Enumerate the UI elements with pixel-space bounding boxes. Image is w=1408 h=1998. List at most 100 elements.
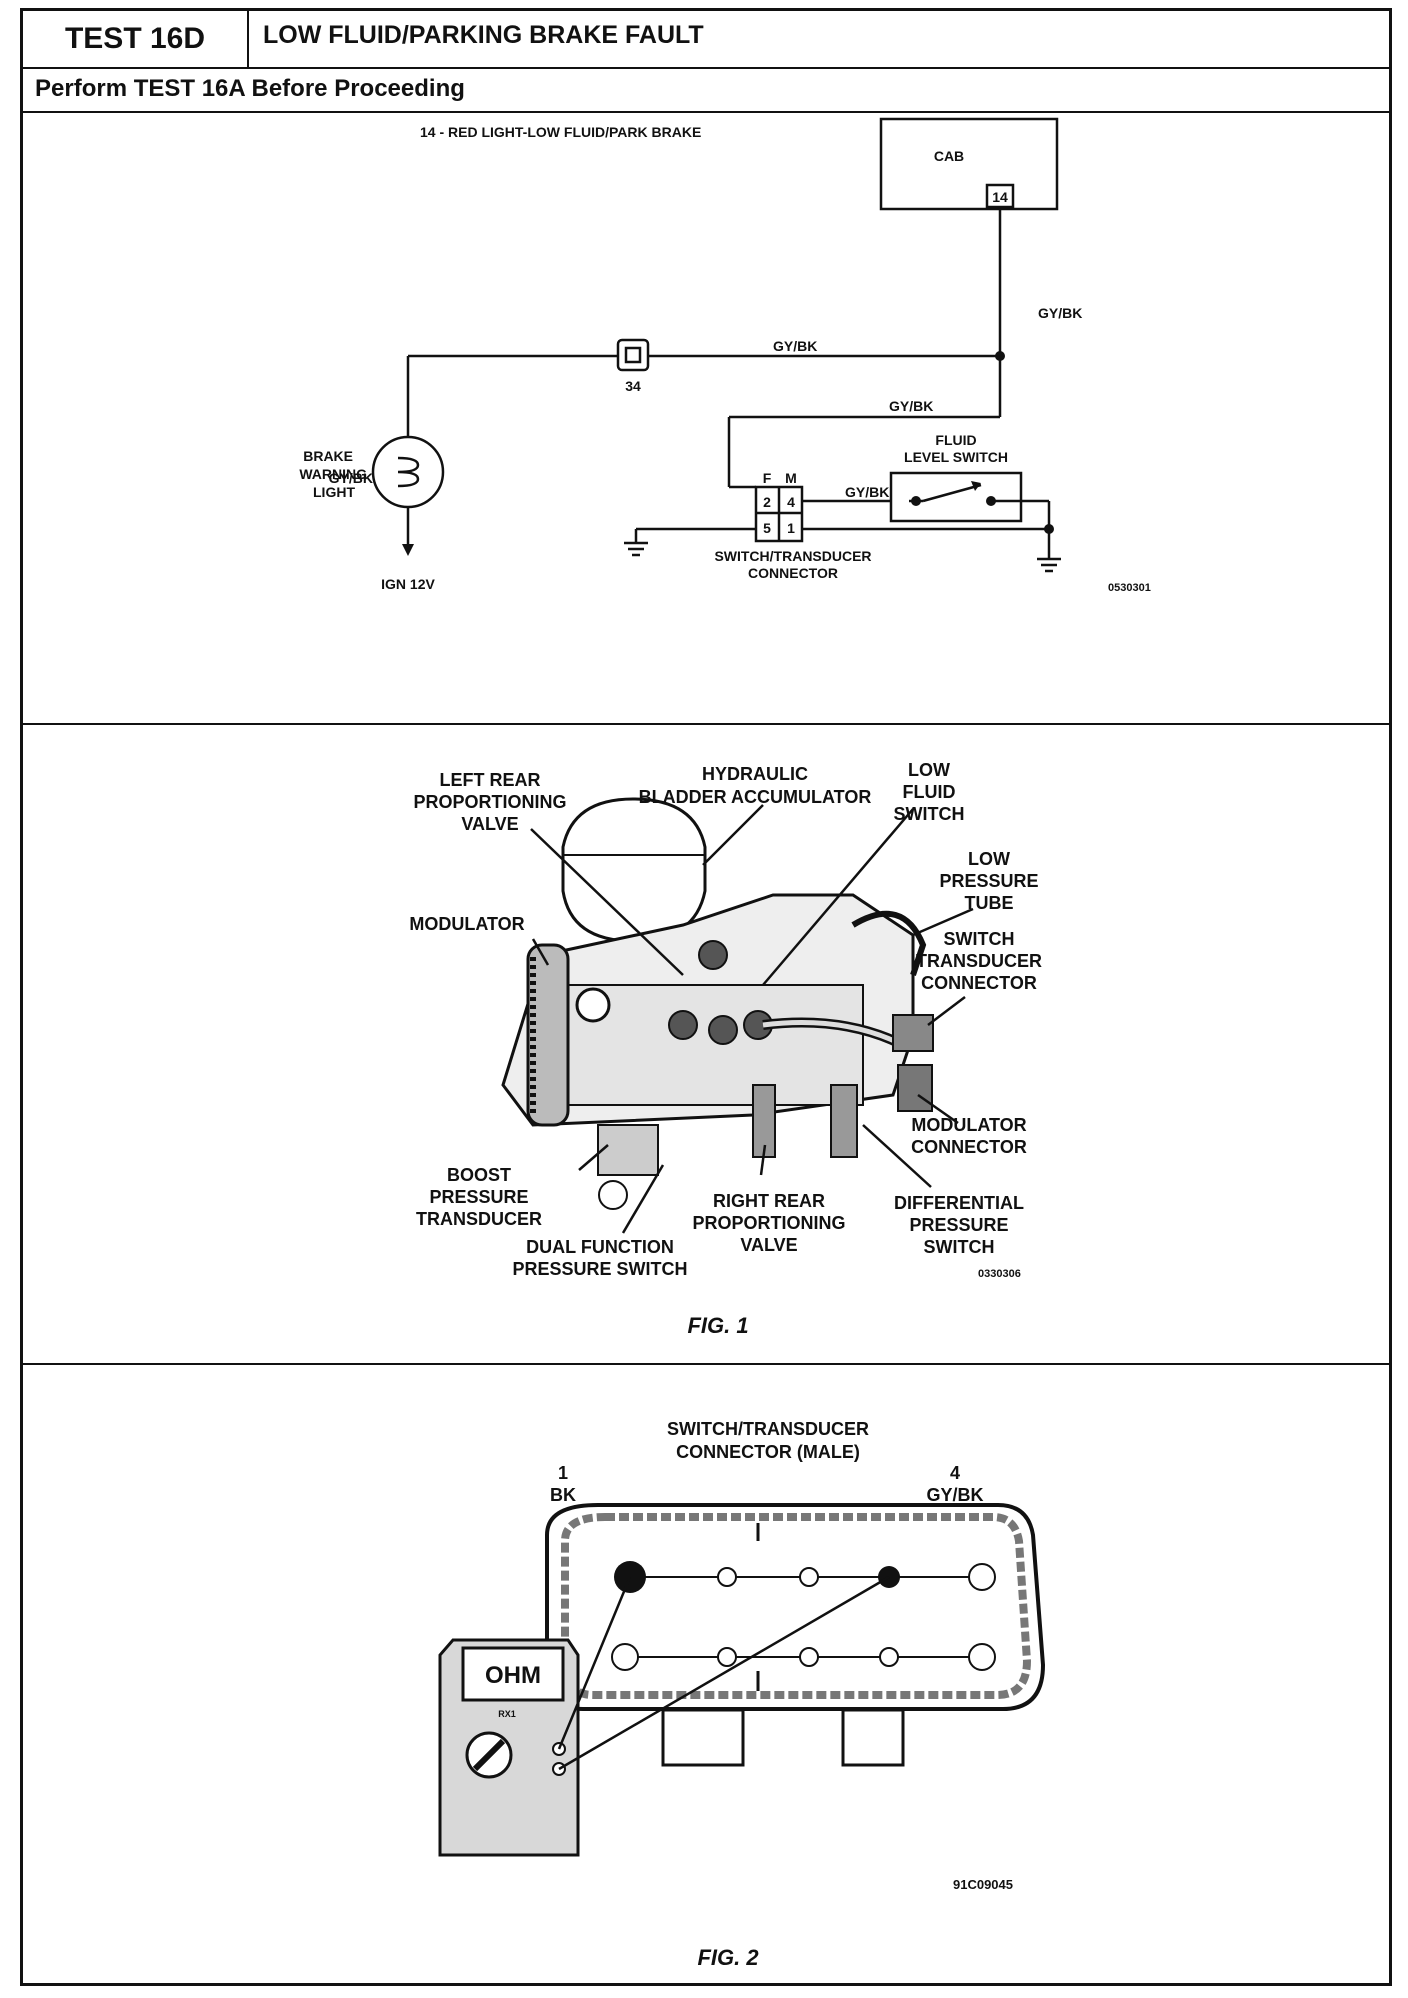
figure-code: 0530301 [1108, 582, 1151, 594]
cab-pin-box [985, 183, 1015, 209]
pin1-number: 1 [558, 1463, 568, 1483]
connector-pin: 5 [763, 520, 771, 536]
brake-light-label: LIGHT [313, 484, 355, 500]
brake-light-label: BRAKE [303, 448, 353, 464]
ohmmeter-range: RX1 [498, 1709, 516, 1719]
connector-pin [968, 1563, 996, 1591]
callout-differential-pressure-switch: DIFFERENTIAL [894, 1193, 1024, 1213]
test-lead [558, 1575, 890, 1771]
test-title: LOW FLUID/PARKING BRAKE FAULT [263, 21, 704, 49]
connector-pin [879, 1647, 899, 1667]
test-id: TEST 16D [23, 11, 249, 67]
connector-test-illustration: SWITCH/TRANSDUCER CONNECTOR (MALE) 1 BK … [438, 1419, 1046, 1970]
callout-accumulator: BLADDER ACCUMULATOR [639, 787, 872, 807]
callout-low-pressure-tube: PRESSURE [939, 871, 1038, 891]
callout-boost-pressure-transducer: PRESSURE [429, 1187, 528, 1207]
connector-housing [545, 1503, 1046, 1711]
fluid-level-switch-box [889, 471, 1023, 523]
instruction-row: Perform TEST 16A Before Proceeding [23, 67, 1389, 113]
callout-dual-function-switch: DUAL FUNCTION [526, 1237, 674, 1257]
junction-dot [995, 351, 1005, 361]
splice-inner [624, 346, 642, 364]
test-lead [557, 1576, 632, 1750]
callout-left-rear-valve: VALVE [461, 814, 518, 834]
fig2-title: SWITCH/TRANSDUCER [667, 1419, 869, 1439]
pin4-wire: GY/BK [926, 1485, 983, 1505]
fluid-switch-label: FLUID [935, 432, 976, 448]
callout-dual-function-switch: PRESSURE SWITCH [512, 1259, 687, 1279]
connector-pin: 1 [787, 520, 795, 536]
fig2-title: CONNECTOR (MALE) [676, 1442, 860, 1462]
callout-left-rear-valve: PROPORTIONING [413, 792, 566, 812]
fig2-panel: SWITCH/TRANSDUCER CONNECTOR (MALE) 1 BK … [23, 1365, 1389, 1983]
callout-right-rear-valve: PROPORTIONING [692, 1213, 845, 1233]
callout-low-pressure-tube: TUBE [965, 893, 1014, 913]
connector-pin [717, 1647, 737, 1667]
callout-boost-pressure-transducer: BOOST [447, 1165, 511, 1185]
figure-code: 0330306 [978, 1268, 1021, 1280]
cab-pin-label: 14 [992, 189, 1008, 205]
arrow-down-icon [402, 544, 414, 556]
brake-light-label: WARNING [299, 466, 367, 482]
callout-low-fluid-switch: FLUID [903, 782, 956, 802]
callout-modulator: MODULATOR [409, 914, 524, 934]
connector-pin [717, 1567, 737, 1587]
callout-low-fluid-switch: SWITCH [894, 804, 965, 824]
callout-right-rear-valve: RIGHT REAR [713, 1191, 825, 1211]
wiring-schematic: 14 - RED LIGHT-LOW FLUID/PARK BRAKE CAB … [299, 117, 1151, 594]
wire-label: GY/BK [889, 398, 933, 414]
hydraulic-assembly-illustration: LEFT REAR PROPORTIONING VALVE HYDRAULIC … [409, 760, 1042, 1338]
instruction-text: Perform TEST 16A Before Proceeding [35, 75, 465, 102]
callout-low-fluid-switch: LOW [908, 760, 950, 780]
callout-switch-transducer-connector: CONNECTOR [921, 973, 1037, 993]
switch-arrow-icon [971, 481, 981, 491]
callout-accumulator: HYDRAULIC [702, 764, 808, 784]
callout-differential-pressure-switch: PRESSURE [909, 1215, 1008, 1235]
switch-contact-dot [986, 496, 996, 506]
lamp-filament-icon [397, 456, 420, 488]
connector-m-label: M [785, 470, 797, 486]
connector-f-label: F [763, 470, 772, 486]
wire-label: GY/BK [329, 470, 373, 486]
wire-label: GY/BK [845, 484, 889, 500]
cab-label: CAB [934, 148, 964, 164]
callout-left-rear-valve: LEFT REAR [440, 770, 541, 790]
fig1-panel: LEFT REAR PROPORTIONING VALVE HYDRAULIC … [23, 725, 1389, 1365]
callout-switch-transducer-connector: SWITCH [944, 929, 1015, 949]
wiring-schematic-panel: 14 - RED LIGHT-LOW FLUID/PARK BRAKE CAB … [23, 111, 1389, 725]
splice-box [616, 338, 650, 372]
fig1-caption: FIG. 1 [687, 1313, 748, 1338]
callout-right-rear-valve: VALVE [740, 1235, 797, 1255]
connector-pin [611, 1643, 639, 1671]
test-sheet: TEST 16D LOW FLUID/PARKING BRAKE FAULT P… [20, 8, 1392, 1986]
header-row: TEST 16D LOW FLUID/PARKING BRAKE FAULT [23, 11, 1389, 69]
fig2-caption: FIG. 2 [697, 1945, 759, 1970]
switch-contact-dot [911, 496, 921, 506]
callout-differential-pressure-switch: SWITCH [924, 1237, 995, 1257]
pin4-number: 4 [950, 1463, 960, 1483]
connector-pin [968, 1643, 996, 1671]
wire-label: GY/BK [1038, 305, 1082, 321]
callout-modulator-connector: CONNECTOR [911, 1137, 1027, 1157]
figure-code: 91C09045 [953, 1877, 1013, 1892]
ohmmeter-display-text: OHM [485, 1662, 541, 1689]
connector-pin [799, 1567, 819, 1587]
splice-label: 34 [625, 378, 641, 394]
wire-label: GY/BK [773, 338, 817, 354]
connector-pin: 4 [787, 494, 795, 510]
accumulator-drawing [561, 797, 707, 943]
circuit-label: 14 - RED LIGHT-LOW FLUID/PARK BRAKE [420, 124, 701, 140]
junction-dot [1044, 524, 1054, 534]
callout-boost-pressure-transducer: TRANSDUCER [416, 1209, 542, 1229]
connector-label: CONNECTOR [748, 565, 838, 581]
callout-modulator-connector: MODULATOR [911, 1115, 1026, 1135]
connector-label: SWITCH/TRANSDUCER [714, 548, 871, 564]
callout-switch-transducer-connector: TRANSDUCER [916, 951, 1042, 971]
connector-pin: 2 [763, 494, 771, 510]
power-label: IGN 12V [381, 576, 435, 592]
fluid-switch-label: LEVEL SWITCH [904, 449, 1008, 465]
pin1-wire: BK [550, 1485, 576, 1505]
ohmmeter-display [461, 1646, 565, 1702]
callout-low-pressure-tube: LOW [968, 849, 1010, 869]
cab-box [879, 117, 1059, 211]
